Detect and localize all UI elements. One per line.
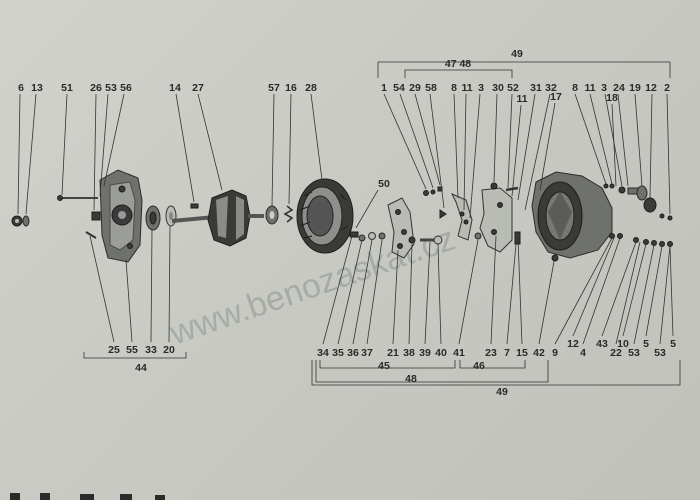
callout-54: 54 [393,82,405,94]
callout-23: 23 [485,347,497,359]
callout-5a: 5 [643,338,649,350]
callout-58: 58 [425,82,437,94]
part-small-bits-upper [423,186,447,219]
callout-15: 15 [516,347,528,359]
callout-21: 21 [387,347,399,359]
callout-3b: 3 [601,82,607,94]
part-small-bits-right [603,183,673,247]
callout-28: 28 [305,82,317,94]
callout-20: 20 [163,344,175,356]
part-diode-plate [387,197,415,259]
callout-19: 19 [629,82,641,94]
callout-3a: 3 [478,82,484,94]
label-group-49-top: 49 [511,48,523,60]
callout-5b: 5 [670,338,676,350]
callout-17: 17 [550,91,562,103]
callout-51: 51 [61,82,73,94]
callout-30: 30 [492,82,504,94]
part-screw-52 [505,186,519,192]
part-pin-25 [85,231,97,239]
callout-12a: 12 [645,82,657,94]
part-curved-bracket [450,193,473,241]
label-group-49-bottom: 49 [496,386,508,398]
part-screws-38-40 [408,235,443,245]
group-brackets [83,61,681,386]
part-stator [296,178,354,254]
callout-1: 1 [381,82,387,94]
part-bearing-57 [265,205,279,225]
callout-50: 50 [378,178,390,190]
callout-9: 9 [552,347,558,359]
part-rotor [171,189,264,247]
leader-lines [17,93,674,345]
callout-16: 16 [285,82,297,94]
part-rear-housing [531,171,613,262]
callout-38: 38 [403,347,415,359]
callout-37: 37 [361,347,373,359]
part-through-bolt [57,195,98,201]
callout-29: 29 [409,82,421,94]
callout-52: 52 [507,82,519,94]
label-group-48: 48 [405,373,417,385]
part-clip-16 [283,205,294,223]
callout-57: 57 [268,82,280,94]
callout-33: 33 [145,344,157,356]
part-plate-23 [474,182,521,253]
callout-40: 40 [435,347,447,359]
callout-53: 53 [105,82,117,94]
part-bearing-33 [145,205,161,231]
callout-6: 6 [18,82,24,94]
callout-53c: 53 [654,347,666,359]
callout-14: 14 [169,82,181,94]
callout-22: 22 [610,347,622,359]
callout-12b: 12 [567,338,579,350]
callout-27: 27 [192,82,204,94]
part-nut-left [11,215,30,227]
callout-43: 43 [596,338,608,350]
label-group-45: 45 [378,360,390,372]
callout-18: 18 [606,92,618,104]
callout-8a: 8 [451,82,457,94]
callout-32: 32 [545,82,557,94]
callout-42: 42 [533,347,545,359]
callout-34: 34 [317,347,329,359]
label-group-47-48: 47 48 [445,58,471,70]
callout-56: 56 [120,82,132,94]
callout-55: 55 [126,344,138,356]
callout-2: 2 [664,82,670,94]
callout-4: 4 [580,347,586,359]
callout-25: 25 [108,344,120,356]
callout-41: 41 [453,347,465,359]
callout-10: 10 [617,338,629,350]
callout-11b: 11 [516,93,527,105]
callout-39: 39 [419,347,431,359]
part-washer-20 [165,205,177,227]
callout-13: 13 [31,82,43,94]
callout-8b: 8 [572,82,578,94]
callout-11c: 11 [584,82,595,94]
label-group-46: 46 [473,360,485,372]
part-screws-34-37 [349,231,386,242]
callout-53b: 53 [628,347,640,359]
callout-35: 35 [332,347,344,359]
callout-24: 24 [613,82,625,94]
page-edge-marks [10,493,165,500]
callout-7: 7 [504,347,510,359]
part-key-14 [190,203,199,209]
callout-26: 26 [90,82,102,94]
callout-11a: 11 [461,82,472,94]
label-group-44: 44 [135,362,147,374]
part-front-housing [91,169,143,263]
callout-36: 36 [347,347,359,359]
callout-31: 31 [530,82,542,94]
